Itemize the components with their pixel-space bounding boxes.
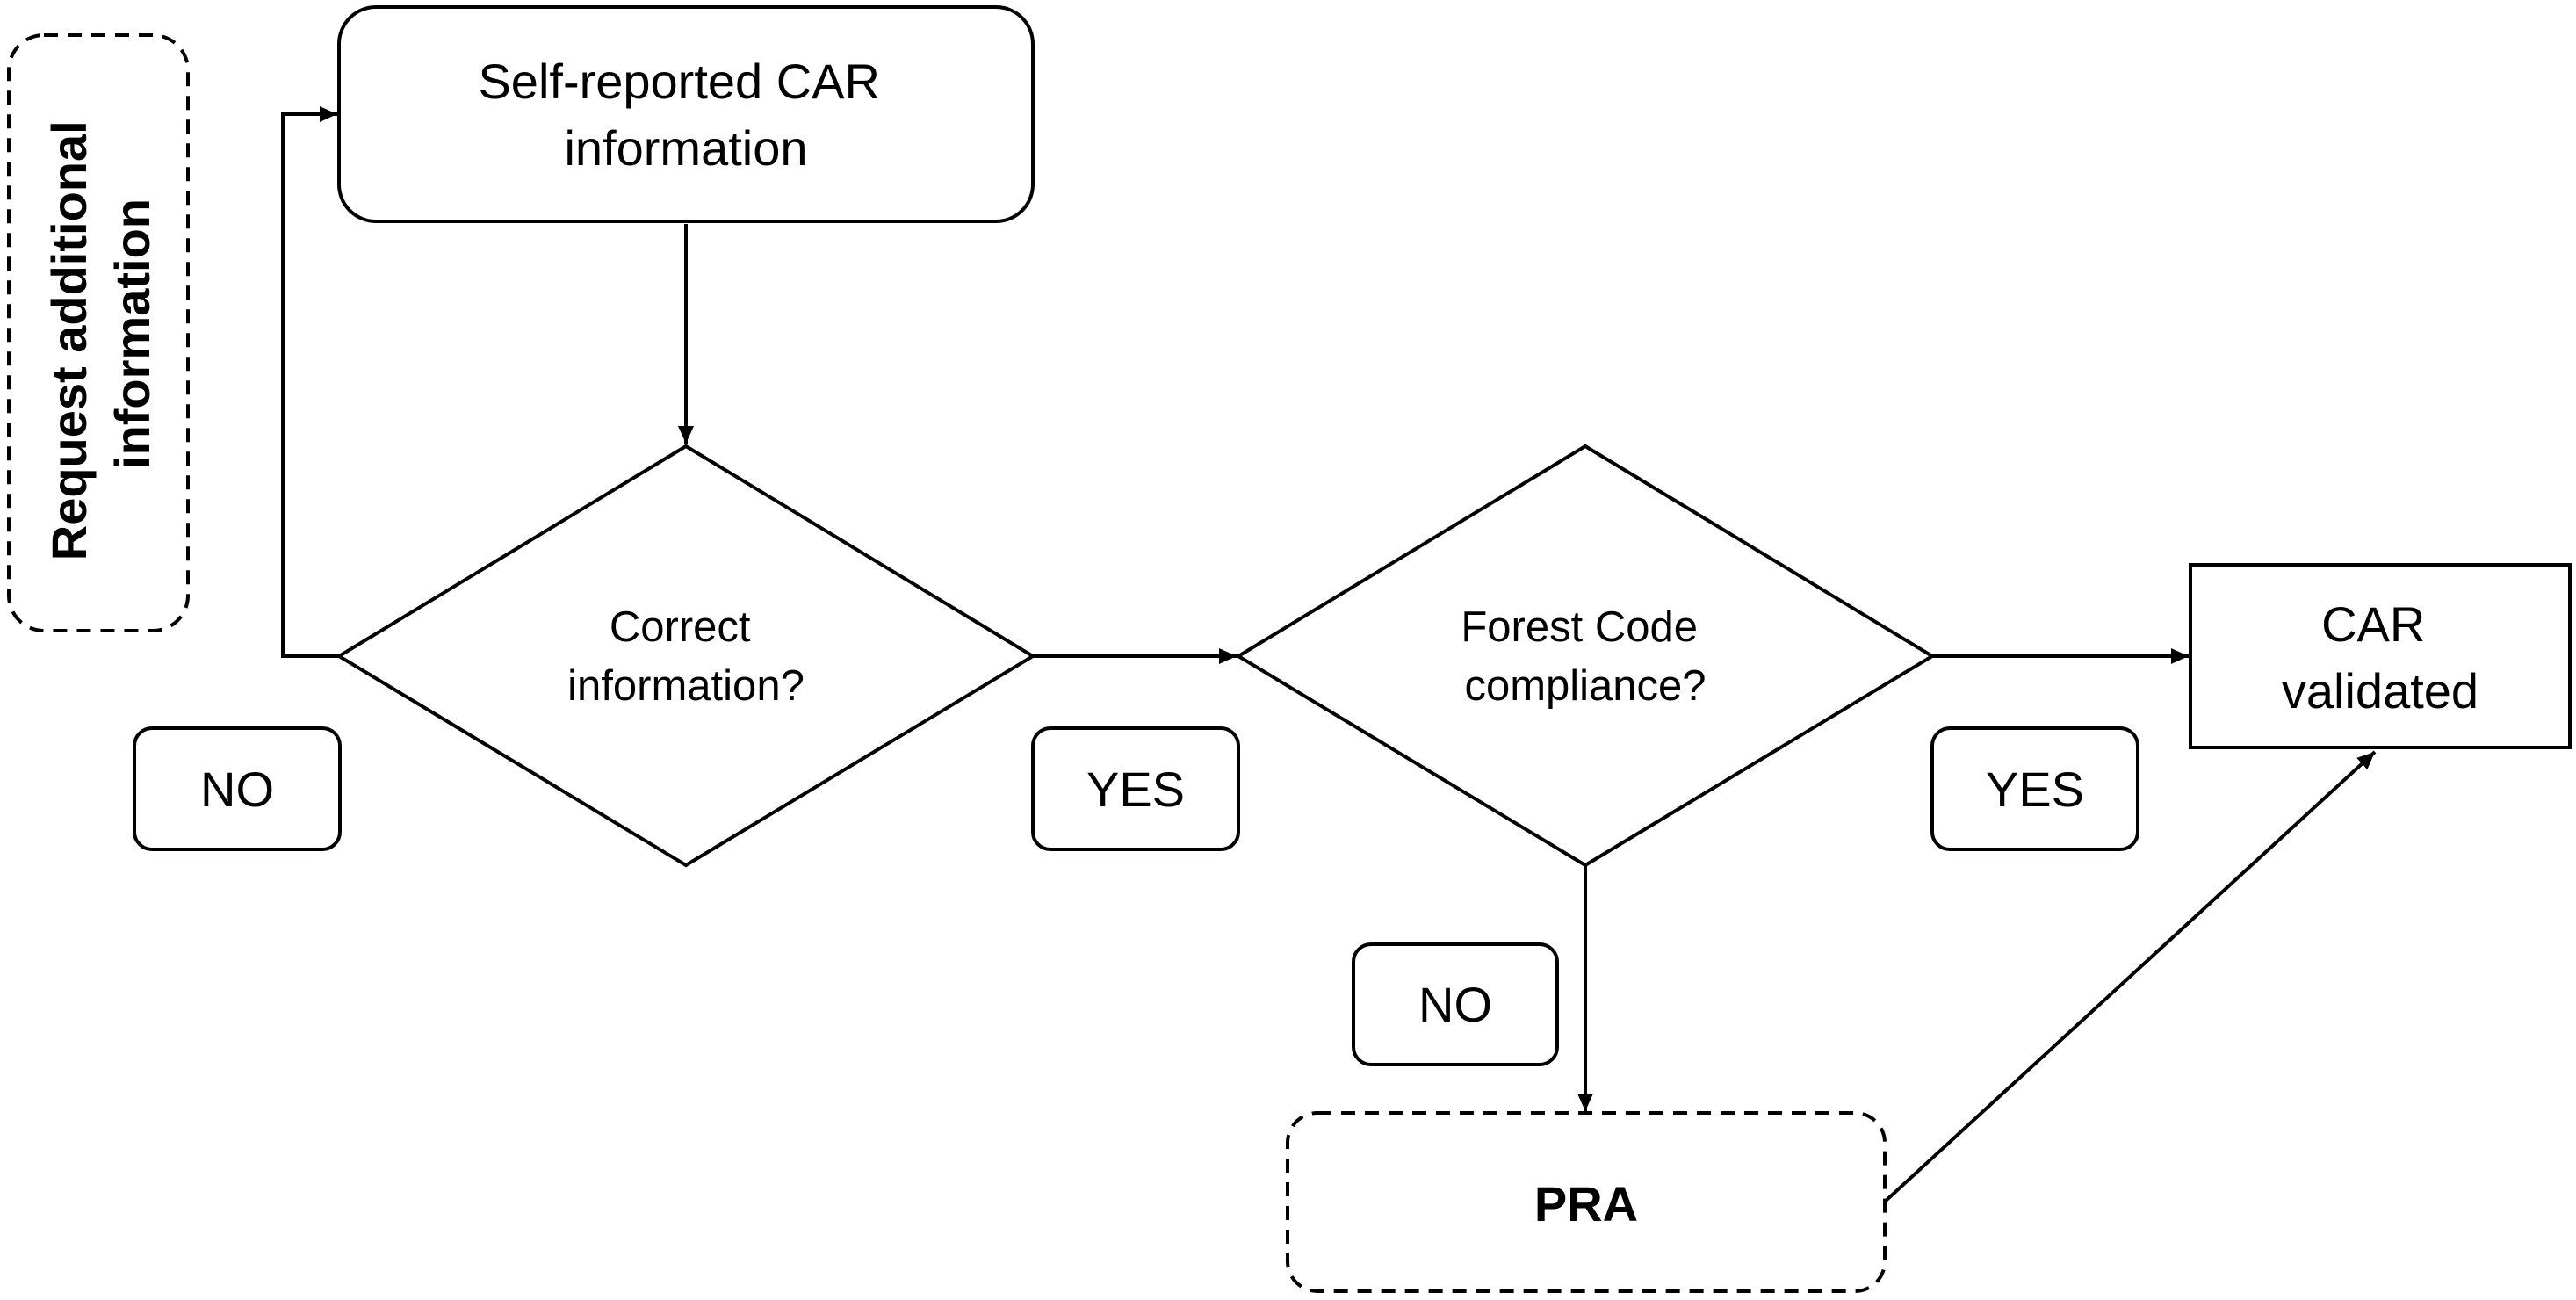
car-validated-node: CAR validated <box>2189 563 2572 749</box>
forest-code-decision: Forest Code compliance? <box>1235 444 1936 868</box>
request-additional-info-node: Request additional information <box>7 33 190 632</box>
car-validated-line1: CAR <box>2321 596 2425 652</box>
request-info-line2: information <box>105 199 160 469</box>
pra-node: PRA <box>1286 1111 1887 1293</box>
edge-label-correct-yes: YES <box>1031 726 1240 851</box>
self-reported-car-node: Self-reported CAR information <box>337 5 1035 223</box>
correct-info-line1: Correct <box>610 603 751 651</box>
forest-code-line2: compliance? <box>1464 662 1706 710</box>
forest-no-text: NO <box>1418 977 1492 1032</box>
edge-label-forest-yes: YES <box>1930 726 2139 851</box>
svg-text:Self-reported CAR inform: Self-reported CAR information <box>478 54 893 176</box>
edge-label-forest-no: NO <box>1352 942 1559 1066</box>
forest-yes-text: YES <box>1986 762 2084 817</box>
connectors <box>281 106 2377 1203</box>
correct-information-decision: Correct information? <box>336 444 1036 868</box>
pra-label: PRA <box>1534 1176 1638 1231</box>
svg-text:Request additional infor: Request additional information <box>41 107 160 561</box>
arrow-pra-to-validated <box>1883 750 2377 1203</box>
svg-text:Correct information?: Correct information? <box>567 603 805 710</box>
self-reported-line2: information <box>564 120 807 176</box>
correct-yes-text: YES <box>1086 762 1185 817</box>
car-validated-line2: validated <box>2282 663 2479 719</box>
correct-info-line2: information? <box>567 662 805 710</box>
self-reported-line1: Self-reported CAR <box>478 54 880 109</box>
svg-text:CAR validated: CAR validated <box>2282 596 2479 719</box>
edge-label-correct-no: NO <box>133 726 342 851</box>
svg-text:Forest Code compliance?: Forest Code compliance? <box>1461 603 1709 710</box>
arrow-correct-no-loop <box>281 106 339 658</box>
forest-code-line1: Forest Code <box>1461 603 1698 651</box>
correct-no-text: NO <box>200 762 274 817</box>
request-info-line1: Request additional <box>41 120 97 560</box>
